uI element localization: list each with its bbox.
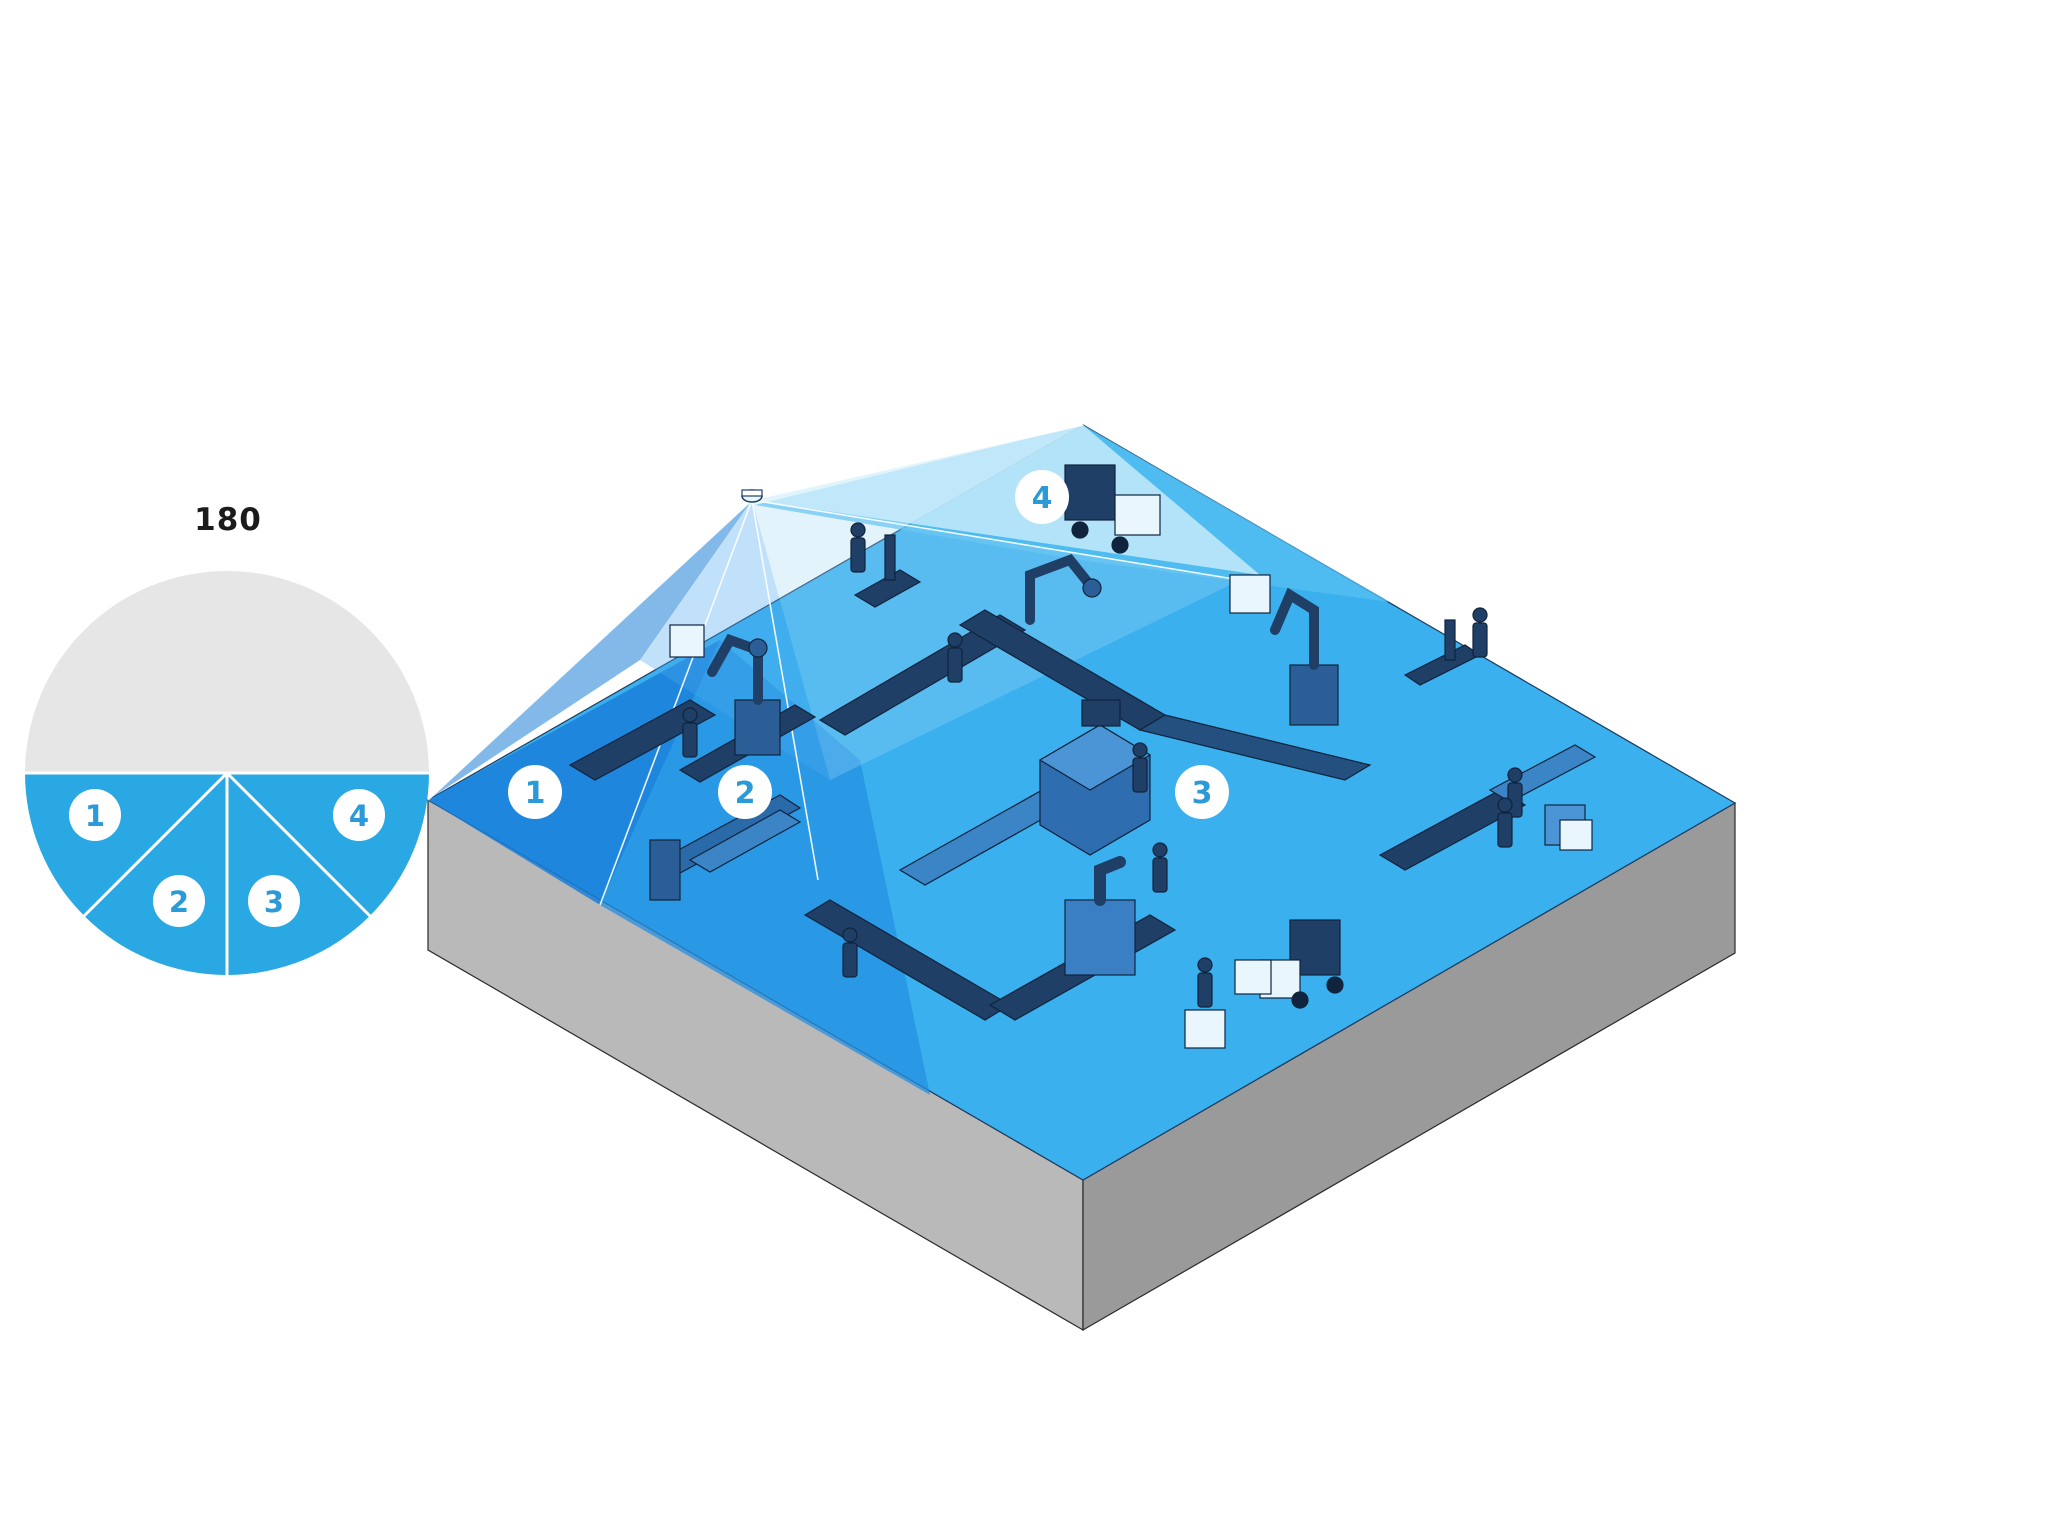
beam-zone-4 [752,425,1260,575]
conveyor-icon [649,809,802,901]
legend-inactive-half [25,571,429,773]
robot-arm-icon [1064,856,1136,976]
svg-text:1: 1 [525,776,546,811]
legend-zone-1: 1 [69,789,121,841]
svg-text:3: 3 [264,885,284,919]
legend-zone-3: 3 [248,875,300,927]
robot-arm-icon [707,633,781,756]
svg-text:2: 2 [735,776,756,811]
legend-zone-4: 4 [333,789,385,841]
robot-arm-icon [1270,587,1339,726]
worker-icon [682,522,1523,1008]
central-machine [1038,699,1152,856]
floor-badge-4: 4 [1015,470,1069,524]
coverage-legend: 180 1 2 3 4 [25,502,429,975]
floor-badge-1: 1 [508,765,562,819]
factory-equipment [568,464,1597,1049]
svg-text:4: 4 [349,799,369,833]
svg-text:1: 1 [85,799,105,833]
floor-badge-3: 3 [1175,765,1229,819]
legend-zone-2: 2 [153,875,205,927]
svg-text:4: 4 [1032,481,1053,516]
svg-text:3: 3 [1192,776,1213,811]
robot-arm-icon [1025,554,1102,625]
pallet-jack-icon [853,534,922,608]
crate-icon [669,574,1593,1049]
svg-text:2: 2 [169,885,189,919]
legend-angle-label: 180 [194,502,262,538]
zone-1-area [428,640,720,905]
floor-zone-badges: 1 2 3 4 [508,470,1229,819]
floor-badge-2: 2 [718,765,772,819]
legend-sector-dividers [25,771,429,975]
ceiling-sensor-icon [741,489,763,503]
